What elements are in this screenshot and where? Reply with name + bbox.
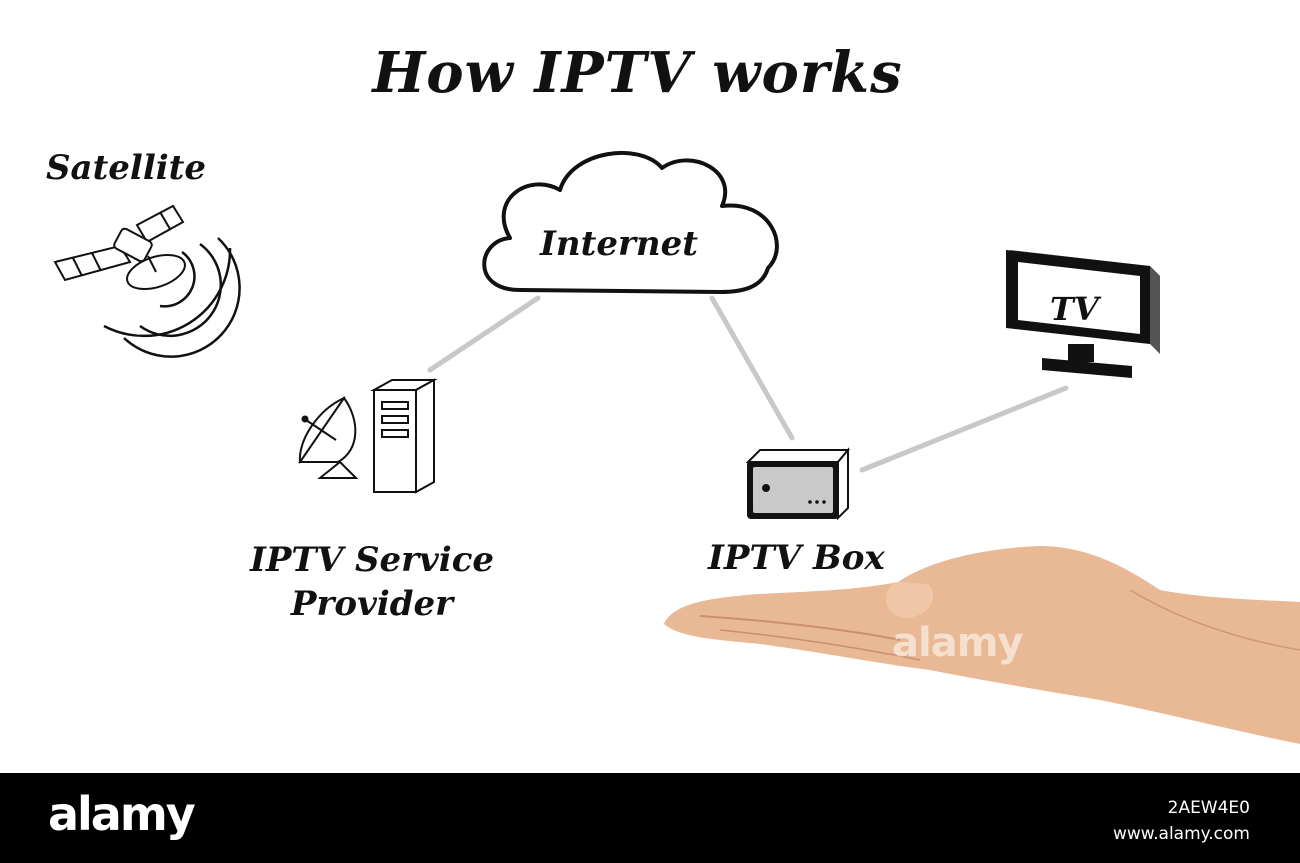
internet-label: Internet xyxy=(540,224,698,264)
image-id: 2AEW4E0 xyxy=(1167,798,1250,818)
connector-internet-box xyxy=(709,295,795,441)
iptv-box-label: IPTV Box xyxy=(708,538,885,578)
diagram-canvas: How IPTV works Satellite Internet TV IPT… xyxy=(46,40,1300,744)
diagram-title: How IPTV works xyxy=(372,40,903,106)
hand-photo xyxy=(664,546,1300,744)
cloud-icon xyxy=(482,150,779,294)
diagram-art xyxy=(53,150,1300,744)
tv-label: TV xyxy=(1050,290,1099,328)
connector-internet-provider xyxy=(427,295,541,373)
provider-label: IPTV Service Provider xyxy=(249,540,495,624)
site-url: www.alamy.com xyxy=(1112,824,1250,844)
brand-logo: alamy xyxy=(48,787,196,841)
connector-box-tv xyxy=(859,385,1069,473)
image-id-block: 2AEW4E0 www.alamy.com xyxy=(1113,795,1250,847)
tv-icon xyxy=(1006,250,1160,378)
watermark-footer: alamy 2AEW4E0 www.alamy.com xyxy=(0,773,1300,863)
satellite-label: Satellite xyxy=(46,148,207,188)
watermark-overlay: alamy xyxy=(892,620,1023,666)
satellite-icon xyxy=(53,204,241,358)
dish-icon xyxy=(298,396,359,479)
set-top-box-icon xyxy=(745,447,851,521)
server-icon xyxy=(370,378,438,494)
